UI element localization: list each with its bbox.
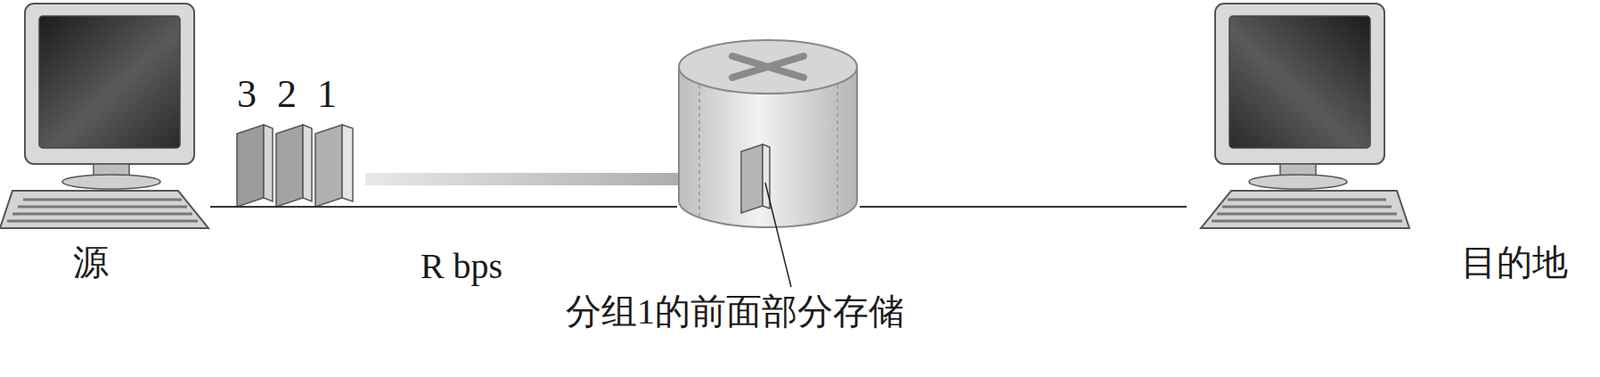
node-label: 分组1的前面部分存储 [565, 291, 905, 333]
node-label: 目的地 [1461, 242, 1568, 284]
source-host: 源 [0, 0, 211, 294]
router-icon [677, 31, 860, 299]
packet [236, 124, 273, 207]
packet-number: 3 [236, 73, 257, 116]
link-rate: R bps [416, 245, 507, 287]
link-line [859, 205, 1187, 208]
packet [315, 124, 353, 207]
leader-line [765, 182, 792, 287]
stored-packet [741, 144, 770, 213]
computer-icon [0, 0, 232, 250]
packet [276, 124, 312, 207]
link-line [210, 205, 678, 208]
router: 分组1的前面部分存储 [677, 31, 860, 232]
destination-host: 目的地 [1186, 0, 1597, 294]
packet-number: 1 [317, 73, 337, 116]
computer-icon [1186, 0, 1419, 250]
packet-number: 2 [277, 73, 297, 116]
node-label: 源 [73, 242, 109, 284]
